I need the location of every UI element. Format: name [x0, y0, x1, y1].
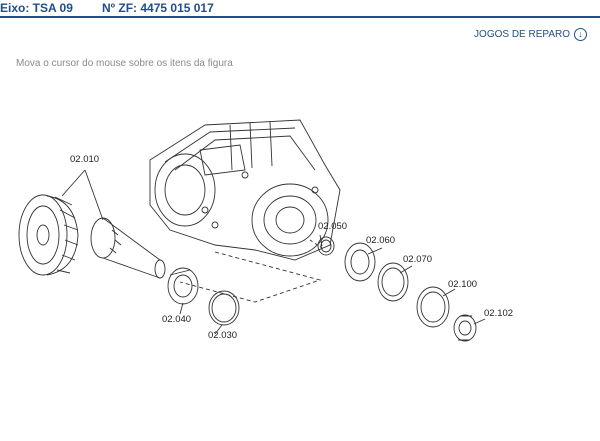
- page-header: Eixo: TSA 09 Nº ZF: 4475 015 017: [0, 0, 600, 18]
- axle-label: Eixo: TSA 09: [0, 1, 73, 15]
- part-label-02030[interactable]: 02.030: [208, 330, 238, 341]
- crown-wheel-drawing: [18, 194, 79, 276]
- part-label-02100[interactable]: 02.100: [448, 279, 478, 290]
- part-label-02070[interactable]: 02.070: [403, 254, 433, 265]
- pinion-shaft-drawing: [90, 217, 166, 279]
- download-circle-icon: ↓: [574, 27, 587, 41]
- part-label-02040[interactable]: 02.040: [162, 314, 192, 325]
- part-label-02010[interactable]: 02.010: [70, 154, 100, 165]
- part-label-02060[interactable]: 02.060: [366, 235, 396, 246]
- repair-kits-label: JOGOS DE REPARO: [474, 28, 570, 40]
- instruction-text: Mova o cursor do mouse sobre os itens da…: [16, 58, 233, 69]
- housing-drawing: [149, 119, 341, 261]
- zf-number-label: Nº ZF: 4475 015 017: [102, 1, 214, 15]
- part-label-02050[interactable]: 02.050: [318, 221, 348, 232]
- exploded-diagram: 02.010 02.040 02.030 02.050 02.060 02.07…: [0, 70, 600, 436]
- diagram-drawing: [18, 119, 486, 342]
- part-label-02102[interactable]: 02.102: [484, 308, 514, 319]
- repair-kits-link[interactable]: JOGOS DE REPARO ↓: [474, 27, 587, 41]
